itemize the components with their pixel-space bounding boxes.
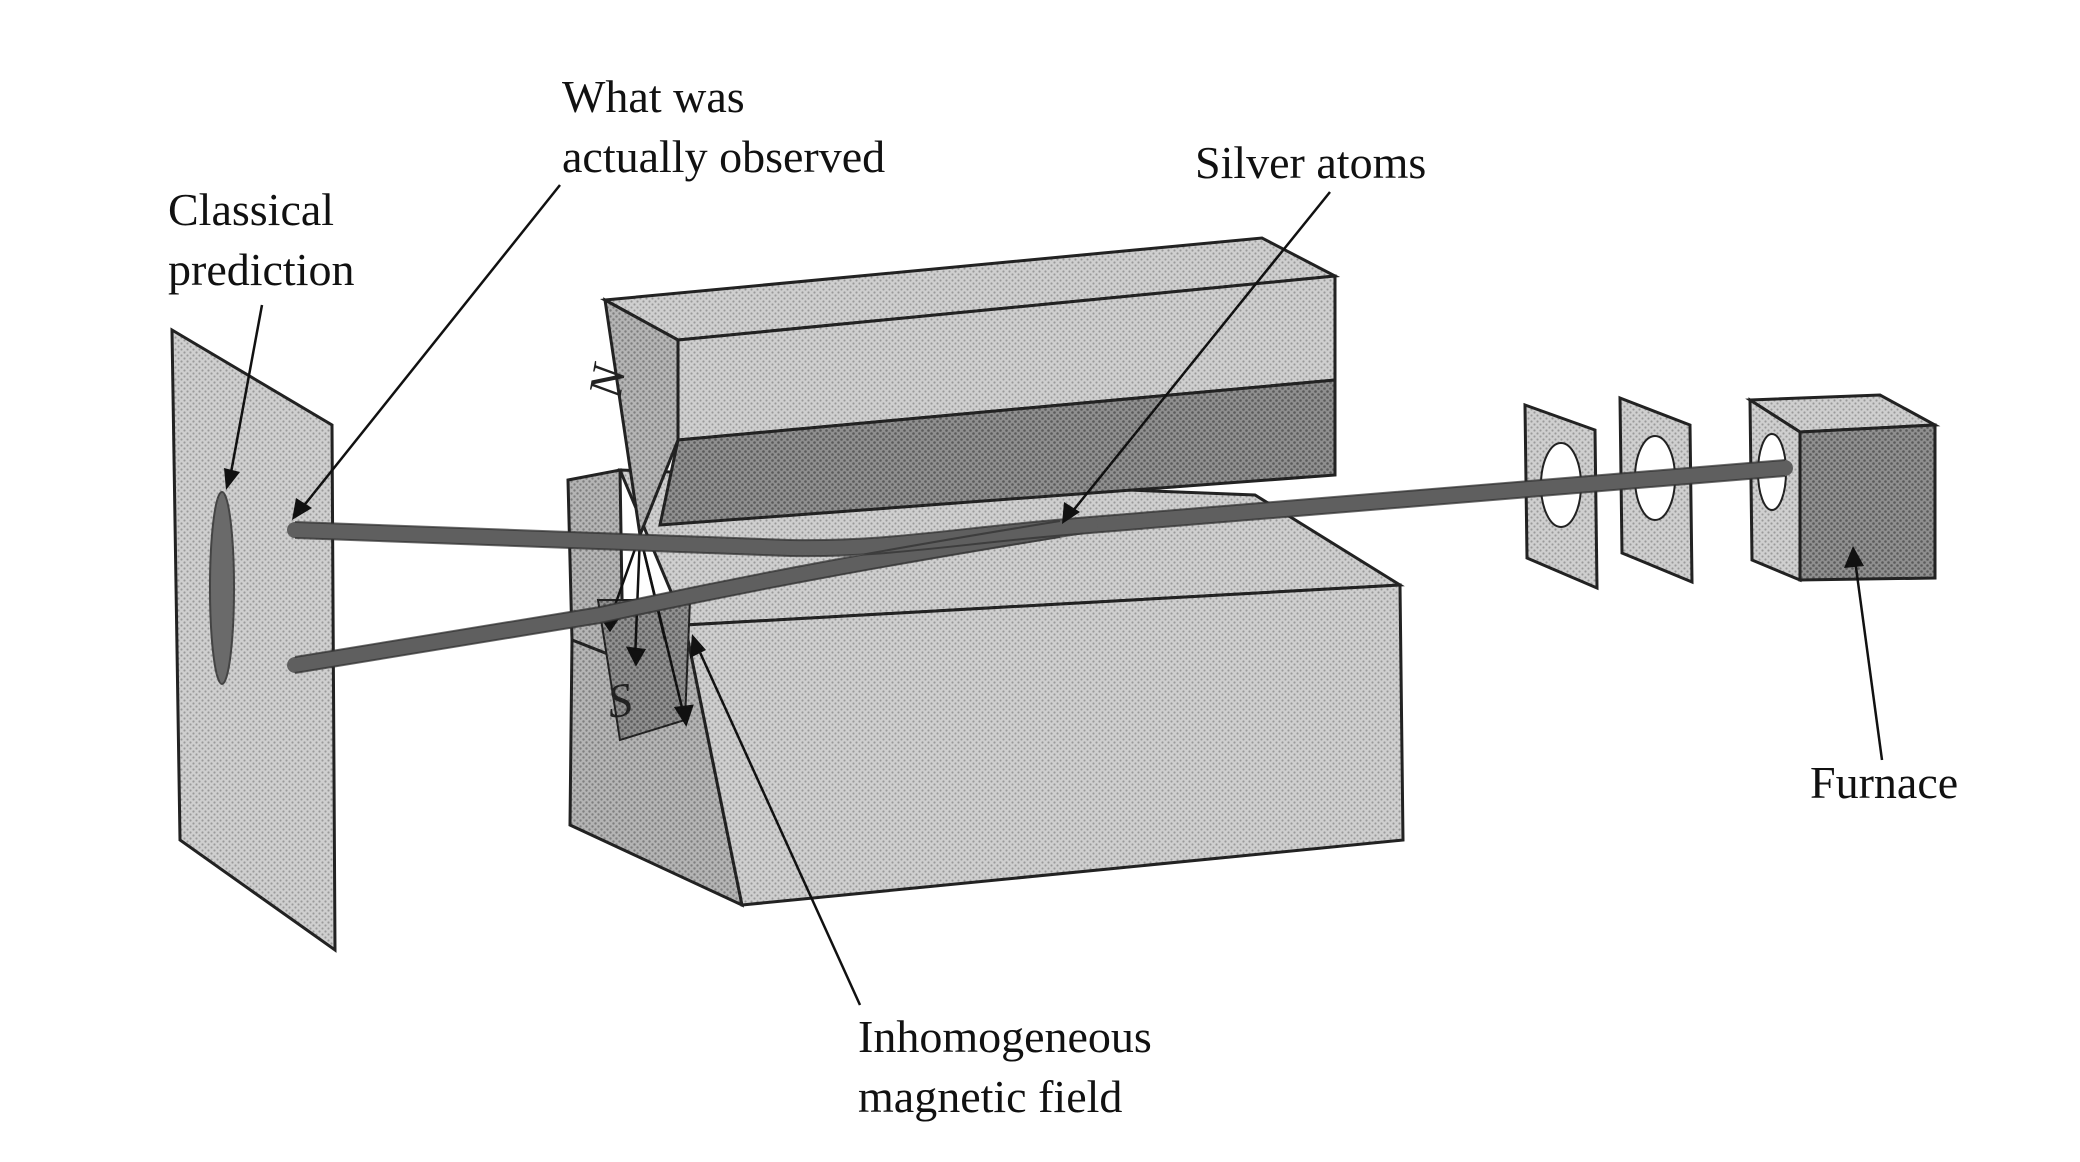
detector-screen <box>170 327 337 953</box>
field-label-line1: Inhomogeneous <box>858 1011 1152 1062</box>
classical-label-line1: Classical <box>168 184 334 235</box>
observed-label-line2: actually observed <box>562 131 885 182</box>
classical-prediction-smear <box>209 491 235 685</box>
furnace <box>1745 393 1941 583</box>
silver-atom-beam <box>287 460 1793 673</box>
silver-atoms-label: Silver atoms <box>1195 137 1426 188</box>
furnace-label: Furnace <box>1810 757 1958 808</box>
classical-label-line2: prediction <box>168 244 355 295</box>
field-label-line2: magnetic field <box>858 1071 1122 1122</box>
collimator-slit-2 <box>1618 395 1694 585</box>
pointer-lines <box>228 184 1884 1006</box>
beam-outline <box>294 459 1786 674</box>
north-magnet <box>599 236 1341 541</box>
observed-label-line1: What was <box>562 71 745 122</box>
pointer-arrowheads <box>224 468 1864 658</box>
